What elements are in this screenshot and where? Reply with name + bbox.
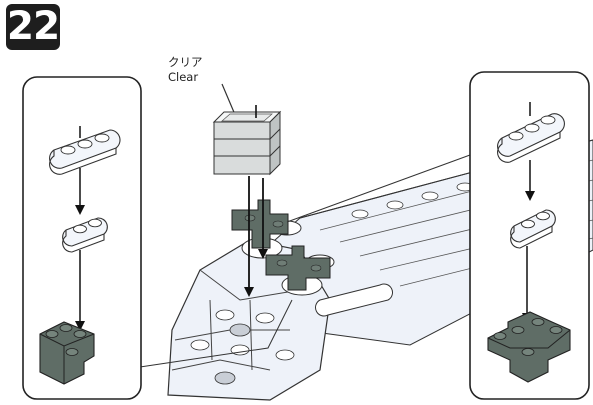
white-1x2-plate-icon xyxy=(510,209,556,249)
step-number-badge: 22 xyxy=(6,4,60,50)
right-panel-connector xyxy=(286,154,471,223)
clear-part-callout: クリア Clear xyxy=(168,55,203,85)
left-panel-connector xyxy=(139,299,293,368)
clear-brick-stack-icon xyxy=(212,105,282,176)
white-1x3-plate-icon xyxy=(497,102,565,163)
gray-green-plates-on-model xyxy=(231,199,331,291)
white-1x3-plate-icon xyxy=(49,126,121,175)
gray-green-corner-plate-icon xyxy=(39,321,95,385)
gray-green-t-plate-icon xyxy=(487,311,571,383)
callout-label-en: Clear xyxy=(168,70,199,84)
white-1x2-plate-icon xyxy=(62,217,108,253)
callout-label-jp: クリア xyxy=(168,55,203,69)
